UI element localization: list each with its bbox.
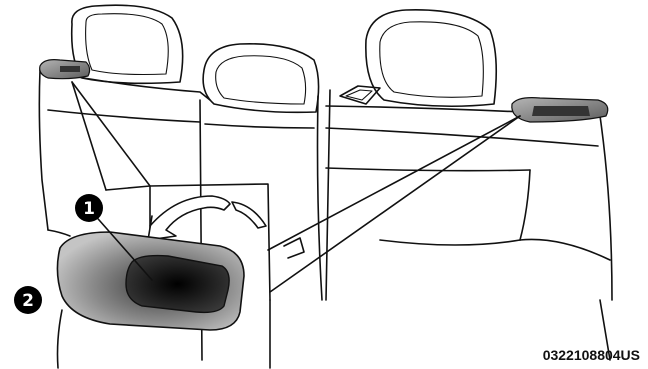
figure-code-label: 0322108804US	[543, 347, 640, 363]
middle-headrest	[203, 44, 318, 113]
release-handle-recess	[126, 256, 229, 313]
right-release-handle-recess	[532, 106, 590, 116]
callout-1-badge: 1	[75, 194, 103, 222]
callout-2-badge: 2	[14, 286, 42, 314]
callout-2-number: 2	[22, 291, 34, 311]
right-headrest	[366, 10, 496, 106]
callout-1-number: 1	[83, 199, 95, 219]
seat-release-handle	[57, 232, 244, 330]
right-seatback	[326, 106, 612, 360]
fold-arrow-icon	[148, 196, 266, 240]
left-release-handle-recess	[60, 66, 80, 72]
